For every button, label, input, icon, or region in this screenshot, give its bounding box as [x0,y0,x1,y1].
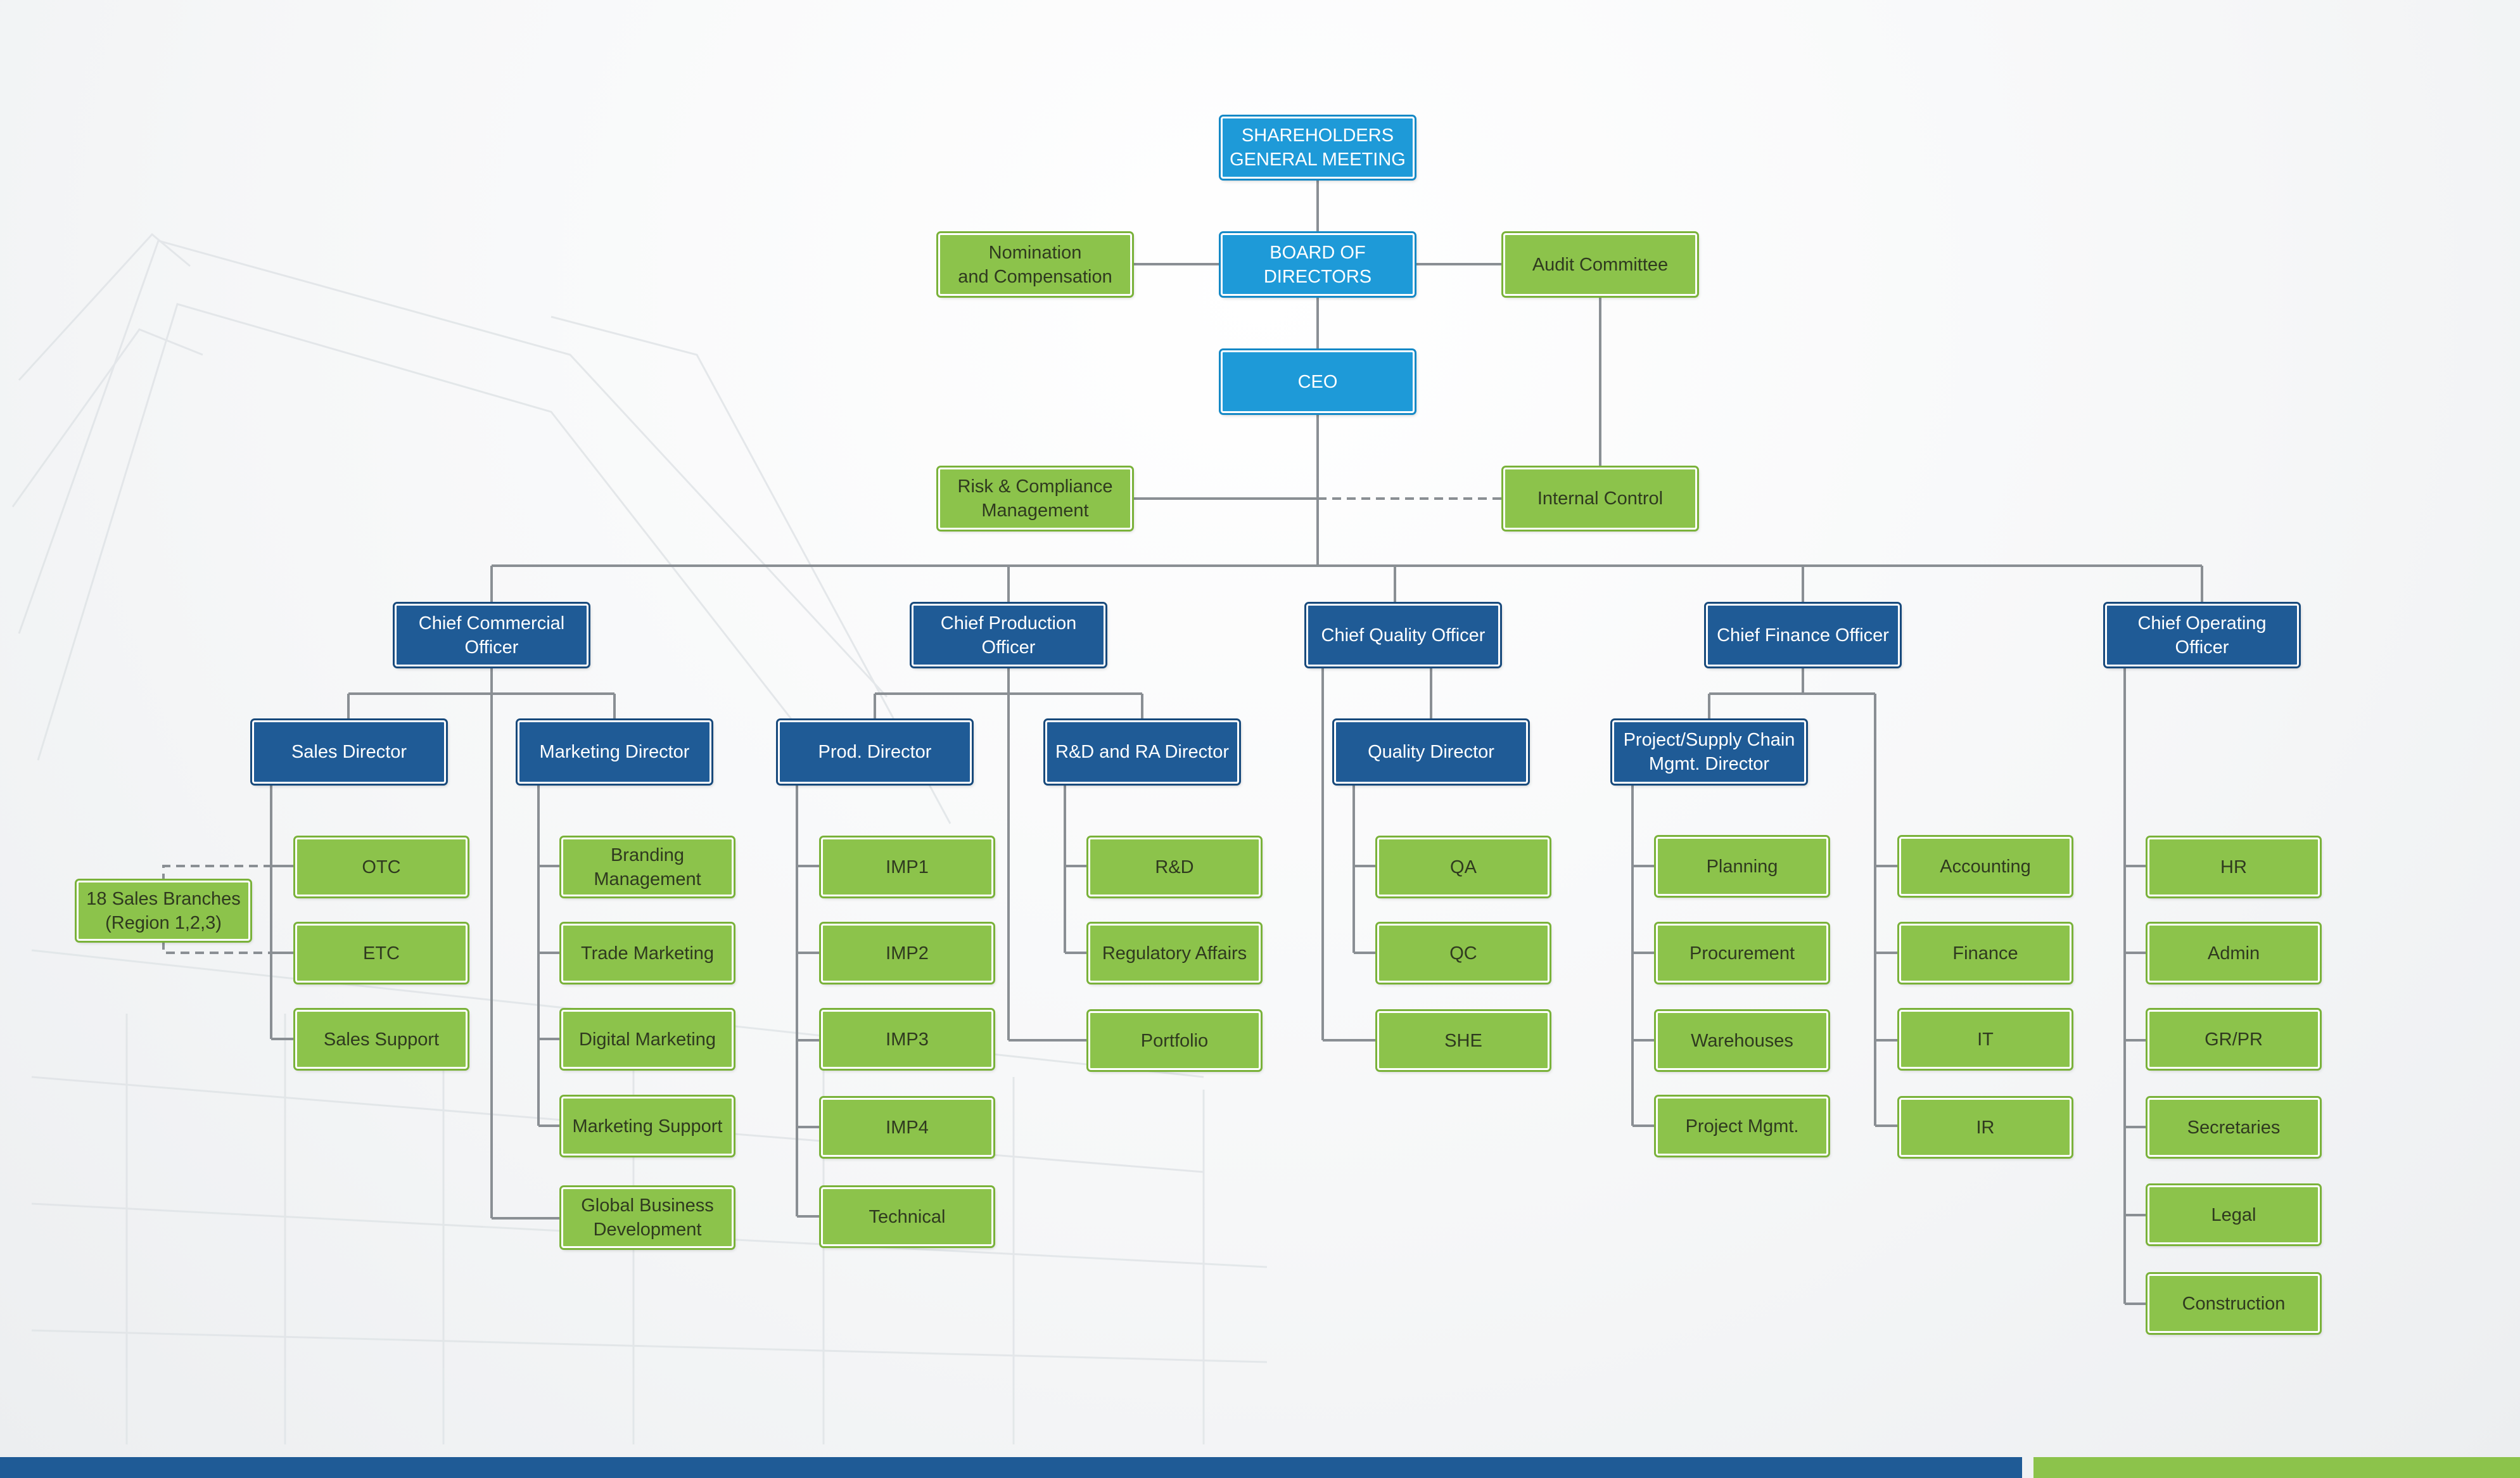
construction-box: Construction [2148,1274,2320,1333]
qa-box: QA [1377,838,1550,896]
planning-box: Planning [1656,837,1828,896]
rd-ra-director-box: R&D and RA Director [1045,720,1239,784]
legal-box: Legal [2148,1185,2320,1244]
otc-box: OTC [295,838,468,896]
sales-director-box: Sales Director [252,720,446,784]
global-business-development-box: Global Business Development [561,1187,734,1248]
board-of-directors-box: BOARD OF DIRECTORS [1221,233,1415,296]
finance-box: Finance [1899,924,2071,983]
project-supply-chain-director-box: Project/Supply Chain Mgmt. Director [1612,720,1806,784]
digital-marketing-box: Digital Marketing [561,1010,734,1069]
project-mgmt-box: Project Mgmt. [1656,1097,1828,1156]
chief-operating-officer-box: Chief Operating Officer [2105,604,2299,666]
footer-bar-blue [0,1457,2022,1478]
imp1-box: IMP1 [821,838,993,896]
imp4-box: IMP4 [821,1098,993,1157]
gr-pr-box: GR/PR [2148,1010,2320,1069]
nomination-compensation-box: Nomination and Compensation [938,233,1132,296]
chief-production-officer-box: Chief Production Officer [912,604,1105,666]
portfolio-box: Portfolio [1088,1011,1261,1070]
risk-compliance-box: Risk & Compliance Management [938,468,1132,530]
qc-box: QC [1377,924,1550,983]
quality-director-box: Quality Director [1334,720,1528,784]
ir-box: IR [1899,1098,2071,1157]
sales-support-box: Sales Support [295,1010,468,1069]
chief-finance-officer-box: Chief Finance Officer [1706,604,1900,666]
secretaries-box: Secretaries [2148,1098,2320,1157]
chief-quality-officer-box: Chief Quality Officer [1306,604,1500,666]
branding-management-box: Branding Management [561,838,734,896]
she-box: SHE [1377,1011,1550,1070]
imp3-box: IMP3 [821,1010,993,1069]
hr-box: HR [2148,838,2320,896]
footer-bar-green [2033,1457,2520,1478]
marketing-support-box: Marketing Support [561,1097,734,1156]
chief-commercial-officer-box: Chief Commercial Officer [395,604,589,666]
rd-box: R&D [1088,838,1261,896]
technical-box: Technical [821,1187,993,1246]
regulatory-affairs-box: Regulatory Affairs [1088,924,1261,983]
imp2-box: IMP2 [821,924,993,983]
etc-box: ETC [295,924,468,983]
ceo-box: CEO [1221,350,1415,413]
admin-box: Admin [2148,924,2320,983]
marketing-director-box: Marketing Director [518,720,711,784]
trade-marketing-box: Trade Marketing [561,924,734,983]
procurement-box: Procurement [1656,924,1828,983]
sales-branches-box: 18 Sales Branches (Region 1,2,3) [77,881,250,941]
it-box: IT [1899,1010,2071,1069]
shareholders-general-meeting-box: SHAREHOLDERS GENERAL MEETING [1221,117,1415,179]
warehouses-box: Warehouses [1656,1011,1828,1070]
internal-control-box: Internal Control [1503,468,1697,530]
prod-director-box: Prod. Director [778,720,972,784]
accounting-box: Accounting [1899,837,2071,896]
audit-committee-box: Audit Committee [1503,233,1697,296]
